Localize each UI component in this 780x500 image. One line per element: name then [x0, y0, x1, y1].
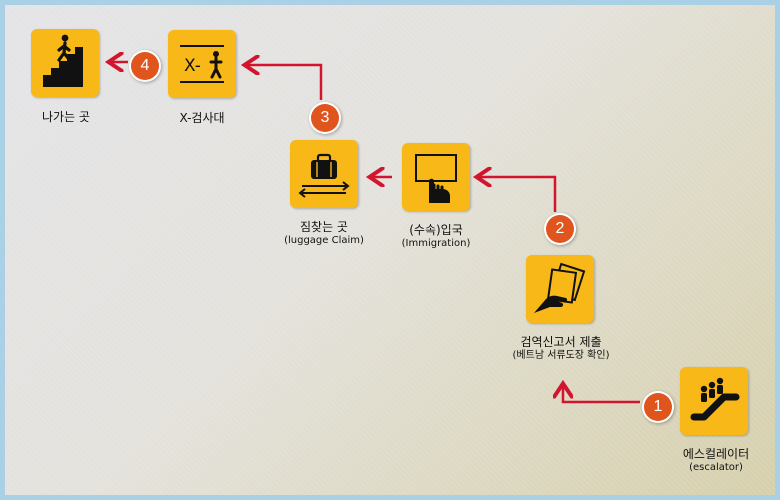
- escalator-label: 에스컬레이터 (escalator): [626, 447, 775, 474]
- exit-label: 나가는 곳: [5, 110, 156, 124]
- immigration-subtitle: (Immigration): [401, 238, 471, 249]
- baggage-claim-tile: [290, 140, 358, 208]
- quarantine-form-tile: [526, 255, 594, 323]
- xray-sign-text: X-: [184, 56, 201, 76]
- quarantine-form-title: 검역신고서 제출: [520, 335, 602, 349]
- arrow-baggage-to-xray: [247, 65, 323, 100]
- exit-tile: [31, 29, 99, 97]
- arrow-escalator-to-quarantine: [563, 386, 640, 404]
- document-hand-icon: [534, 262, 586, 313]
- baggage-claim-title: 짐찾는 곳: [300, 220, 348, 234]
- quarantine-form-label: 검역신고서 제출 (베트남 서류도장 확인): [471, 335, 651, 362]
- exit-stairs-icon: [43, 34, 83, 87]
- xray-inspection-icon: X-: [180, 45, 224, 83]
- exit-title: 나가는 곳: [42, 110, 90, 124]
- step-badge-3: 3: [311, 104, 339, 132]
- arrow-quarantine-to-immigration: [479, 177, 557, 212]
- quarantine-form-subtitle: (베트남 서류도장 확인): [512, 350, 610, 361]
- xray-inspection-tile: X-: [168, 30, 236, 98]
- xray-inspection-label: X-검사대: [112, 111, 292, 125]
- escalator-subtitle: (escalator): [689, 462, 743, 473]
- escalator-title: 에스컬레이터: [682, 447, 750, 461]
- immigration-label: (수속)입국 (Immigration): [346, 223, 526, 250]
- immigration-icon: [415, 154, 457, 203]
- step-badge-2: 2: [546, 215, 574, 243]
- step-badge-4: 4: [131, 52, 159, 80]
- immigration-title: (수속)입국: [409, 223, 463, 237]
- escalator-tile: [680, 367, 748, 435]
- immigration-tile: [402, 143, 470, 211]
- baggage-claim-subtitle: (luggage Claim): [284, 235, 364, 246]
- step-badge-1: 1: [644, 393, 672, 421]
- escalator-icon: [690, 377, 740, 421]
- baggage-claim-label: 짐찾는 곳 (luggage Claim): [234, 220, 414, 247]
- baggage-claim-icon: [298, 153, 350, 198]
- xray-inspection-title: X-검사대: [179, 111, 225, 125]
